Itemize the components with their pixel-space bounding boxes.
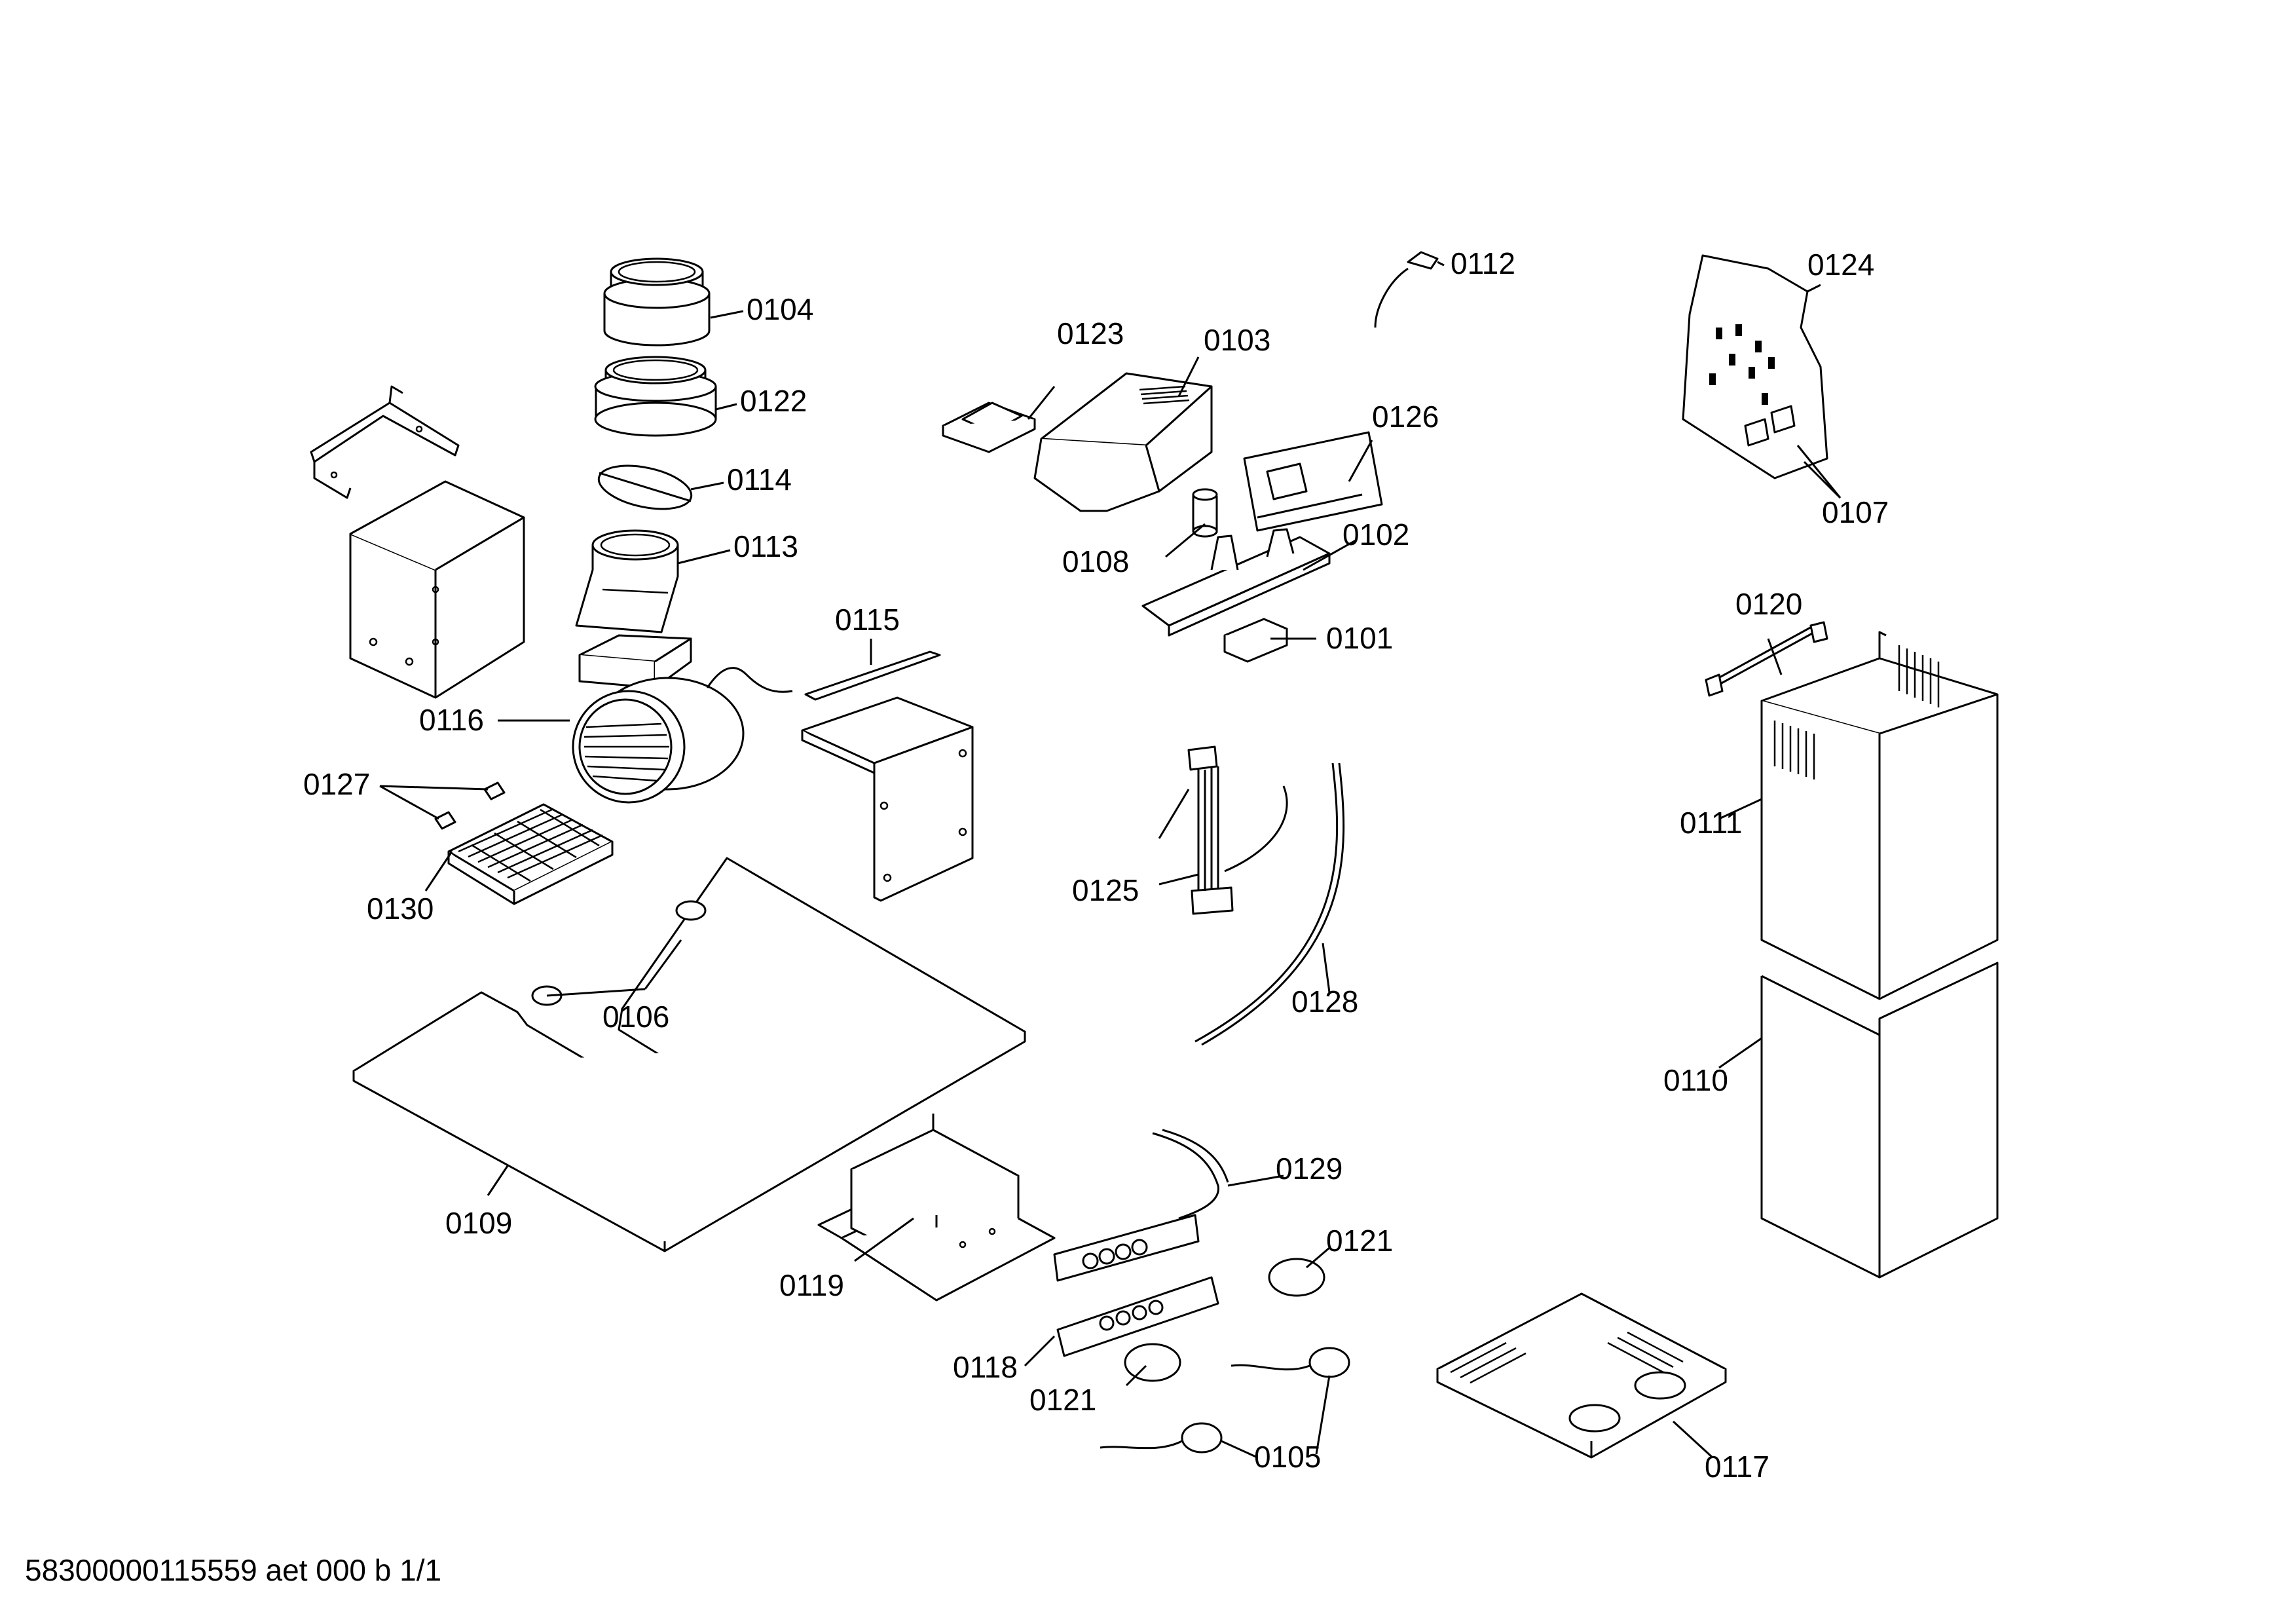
label-0107: 0107 xyxy=(1822,495,1889,529)
label-0104: 0104 xyxy=(747,292,813,326)
label-0103: 0103 xyxy=(1204,323,1270,357)
label-0111: 0111 xyxy=(1680,806,1743,840)
part-0120-chimney-bracket xyxy=(1705,621,1828,697)
label-0120: 0120 xyxy=(1735,587,1802,621)
label-0121-top: 0121 xyxy=(1326,1224,1393,1258)
label-0123: 0123 xyxy=(1057,316,1124,350)
part-0104-duct-ring xyxy=(603,257,711,347)
part-0121-lamp-holder xyxy=(1124,1258,1325,1382)
part-motor-mount-plate xyxy=(801,696,974,902)
part-mounting-bracket xyxy=(310,385,460,499)
part-0111-upper-chimney xyxy=(1760,631,1999,1000)
part-0115-seal-strip xyxy=(804,650,941,701)
part-0130-grease-filter xyxy=(447,803,614,905)
label-0118: 0118 xyxy=(953,1350,1018,1384)
label-0105: 0105 xyxy=(1254,1440,1321,1474)
part-0108-capacitor xyxy=(1192,488,1218,538)
part-0124-fixing-kit-bag xyxy=(1682,254,1828,479)
part-0101-terminal-block xyxy=(1223,618,1288,663)
part-0113-blower-outlet xyxy=(575,529,679,633)
label-0113: 0113 xyxy=(733,529,798,563)
label-0122: 0122 xyxy=(740,384,807,418)
part-0116-blower-motor xyxy=(572,634,793,804)
part-0127-clips xyxy=(434,781,506,830)
label-0115: 0115 xyxy=(835,603,900,637)
part-0123-transformer xyxy=(942,402,1036,453)
part-0112-power-plug xyxy=(1374,251,1439,328)
label-0129: 0129 xyxy=(1276,1152,1342,1186)
leader-lines xyxy=(379,261,1842,1459)
label-0108: 0108 xyxy=(1062,544,1129,578)
part-0119-mount-frame xyxy=(817,1114,1056,1302)
part-0110-lower-chimney xyxy=(1760,962,1999,1279)
part-0114-backdraft-flap xyxy=(597,464,693,510)
label-0124: 0124 xyxy=(1807,248,1874,282)
label-0130: 0130 xyxy=(367,891,434,926)
label-0109: 0109 xyxy=(445,1206,512,1240)
label-0112: 0112 xyxy=(1451,246,1515,280)
part-back-panel xyxy=(349,480,525,699)
label-0121-bottom: 0121 xyxy=(1029,1383,1096,1417)
label-0125: 0125 xyxy=(1072,873,1139,907)
label-0117: 0117 xyxy=(1705,1450,1769,1484)
part-0102-switch-housing xyxy=(1141,528,1331,637)
part-0117-filter-frame xyxy=(1436,1292,1727,1459)
document-reference: 58300000115559 aet 000 b 1/1 xyxy=(25,1553,442,1587)
label-0114: 0114 xyxy=(727,462,792,497)
label-0110: 0110 xyxy=(1663,1063,1728,1097)
label-0128: 0128 xyxy=(1291,985,1358,1019)
label-0127: 0127 xyxy=(303,767,370,801)
part-0118-switch-panel xyxy=(1053,1214,1219,1357)
label-0101: 0101 xyxy=(1326,621,1393,655)
label-0106: 0106 xyxy=(602,1000,669,1034)
part-0126-circuit-board xyxy=(1243,431,1383,532)
label-0119: 0119 xyxy=(779,1268,844,1302)
part-0103-control-box xyxy=(1033,372,1213,512)
part-0125-wire-harness xyxy=(1158,745,1288,915)
part-0128-power-cable xyxy=(1194,762,1345,1046)
part-labels: 0104 0122 0114 0113 0116 0127 0130 0106 … xyxy=(303,246,1889,1484)
label-0116: 0116 xyxy=(419,703,484,737)
label-0102: 0102 xyxy=(1342,517,1409,552)
part-0129-switch-cable xyxy=(1152,1129,1229,1220)
part-0109-canopy-plate xyxy=(352,857,1026,1252)
part-0105-halogen-lamp xyxy=(1100,1347,1350,1454)
label-0126: 0126 xyxy=(1372,400,1439,434)
part-0122-duct-ring xyxy=(594,356,717,437)
